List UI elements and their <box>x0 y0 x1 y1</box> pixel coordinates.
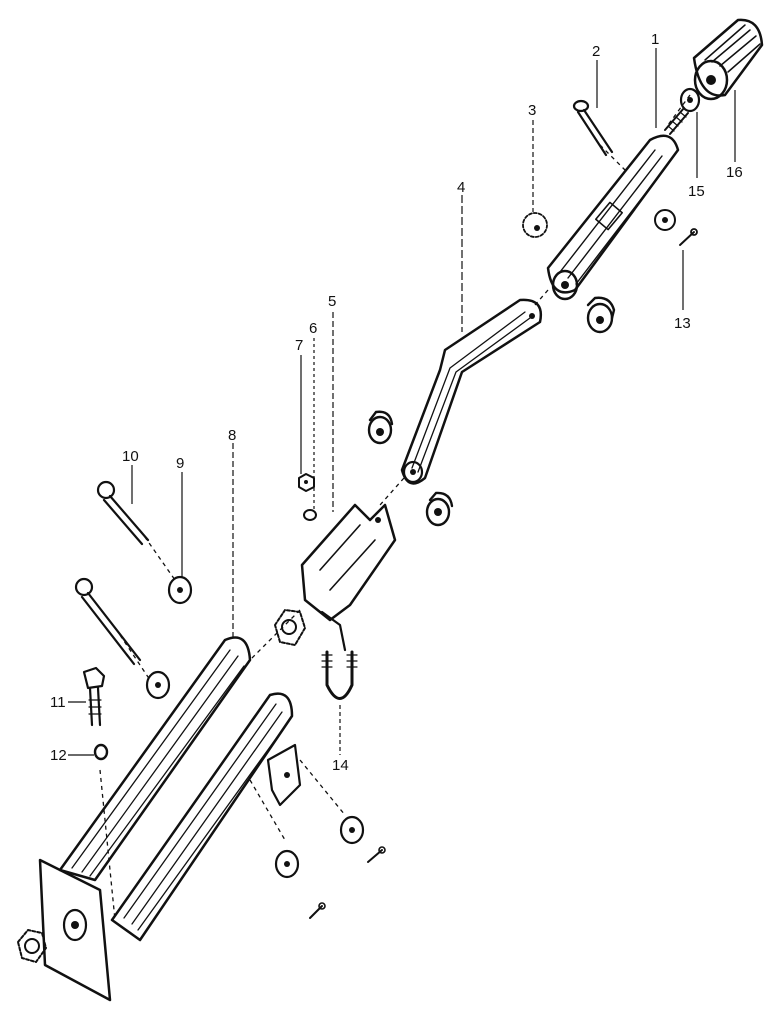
washer-part-6 <box>303 509 317 521</box>
washer-part-15 <box>679 87 701 113</box>
callout-3: 3 <box>528 102 536 119</box>
cotter-pin-lower-right <box>367 846 386 863</box>
nut-part-7 <box>298 473 315 492</box>
bracket-part-5 <box>300 503 397 652</box>
u-bolt-part-14 <box>321 650 358 700</box>
callout-2: 2 <box>592 43 600 60</box>
nut-center <box>274 609 306 646</box>
bushing-left-link <box>367 410 394 445</box>
callout-7: 7 <box>295 337 303 354</box>
callout-16: 16 <box>726 164 743 181</box>
callout-1: 1 <box>651 31 659 48</box>
callout-14: 14 <box>332 757 349 774</box>
callout-4: 4 <box>457 179 465 196</box>
callout-13: 13 <box>674 315 691 332</box>
callout-6: 6 <box>309 320 317 337</box>
knob-part-16 <box>692 18 764 101</box>
hex-bolt-part-11 <box>82 666 106 727</box>
bolt-part-2 <box>572 99 614 157</box>
callout-12: 12 <box>50 747 67 764</box>
bushing-right-link <box>425 491 454 527</box>
callout-15: 15 <box>688 183 705 200</box>
leader-lines <box>68 48 736 756</box>
bolt-part-10 <box>96 480 150 546</box>
upper-lever-part-1 <box>546 134 680 301</box>
washer-lower-center <box>274 849 300 879</box>
cotter-pin-lower-center <box>309 902 326 919</box>
lower-frame-part-8 <box>38 636 302 1002</box>
callout-8: 8 <box>228 427 236 444</box>
bushing-upper-lower <box>586 296 616 334</box>
threaded-stud <box>664 107 689 135</box>
washer-part-9 <box>167 575 193 605</box>
washer-right-upper <box>654 209 676 231</box>
callout-9: 9 <box>176 455 184 472</box>
washer-mid-left <box>145 670 171 700</box>
cranked-link-part-4 <box>400 298 543 485</box>
callout-10: 10 <box>122 448 139 465</box>
cotter-pin-part-13 <box>679 228 698 246</box>
callout-11: 11 <box>50 694 66 711</box>
callout-labels: 1 2 3 4 5 6 7 8 9 10 11 12 13 14 15 16 <box>50 31 743 774</box>
lock-washer-part-12 <box>93 743 109 761</box>
nut-bottom-left <box>17 929 47 963</box>
washer-lower-right <box>339 815 365 845</box>
bolt-lower-left <box>74 577 142 666</box>
washer-part-3 <box>522 212 548 238</box>
callout-5: 5 <box>328 293 336 310</box>
